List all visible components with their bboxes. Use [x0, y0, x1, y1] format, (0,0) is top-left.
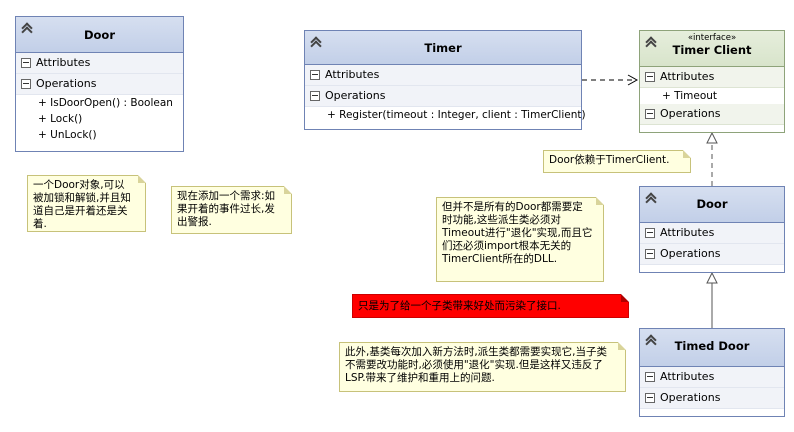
collapse-chevron-icon[interactable] — [21, 23, 33, 33]
collapse-chevron-icon[interactable] — [310, 37, 322, 47]
class-timer-client[interactable]: «interface» Timer Client Attributes + Ti… — [639, 30, 785, 133]
operations-section[interactable]: Operations — [640, 104, 784, 125]
attributes-section[interactable]: Attributes — [640, 223, 784, 244]
class-name: Door — [83, 28, 116, 42]
collapse-chevron-icon[interactable] — [645, 193, 657, 203]
class-name: Timer — [424, 41, 462, 55]
collapse-box-icon[interactable] — [21, 58, 31, 68]
class-timer[interactable]: Timer Attributes Operations + Register(t… — [304, 30, 586, 130]
generalization-arrowhead — [706, 271, 718, 284]
collapse-box-icon[interactable] — [645, 393, 655, 403]
note-door-depends[interactable]: Door依赖于TimerClient. — [543, 150, 691, 173]
class-header: Timed Door — [640, 329, 784, 367]
collapse-box-icon[interactable] — [21, 79, 31, 89]
operations-section[interactable]: Operations — [640, 244, 784, 265]
stereotype-label: «interface» — [687, 33, 737, 43]
note-not-all-doors[interactable]: 但并不是所有的Door都需要定时功能,这些派生类必须对Timeout进行"退化"… — [436, 197, 604, 282]
class-name: Door — [696, 197, 728, 211]
class-header: Door — [640, 187, 784, 223]
collapse-box-icon[interactable] — [645, 372, 655, 382]
collapse-chevron-icon[interactable] — [645, 335, 657, 345]
attributes-section[interactable]: Attributes — [16, 53, 183, 74]
class-door-right[interactable]: Door Attributes Operations — [639, 186, 785, 273]
attributes-section[interactable]: Attributes — [640, 67, 784, 88]
note-door-object[interactable]: 一个Door对象,可以被加锁和解锁,并且知道自己是开着还是关着. — [27, 175, 146, 232]
operations-section[interactable]: Operations — [16, 74, 183, 95]
class-name: Timed Door — [674, 339, 750, 353]
collapse-box-icon[interactable] — [645, 109, 655, 119]
operation-item[interactable]: + Lock() — [38, 113, 83, 125]
operations-section[interactable]: Operations — [640, 388, 784, 409]
note-interface-pollution[interactable]: 只是为了给一个子类带来好处而污染了接口. — [352, 294, 629, 318]
operation-item[interactable]: + Register(timeout : Integer, client : T… — [327, 109, 586, 121]
class-name: Timer Client — [672, 43, 752, 57]
collapse-box-icon[interactable] — [645, 228, 655, 238]
collapse-box-icon[interactable] — [645, 249, 655, 259]
class-header: «interface» Timer Client — [640, 31, 784, 67]
collapse-box-icon[interactable] — [310, 91, 320, 101]
attribute-item[interactable]: + Timeout — [640, 88, 784, 104]
operations-section[interactable]: Operations — [305, 86, 581, 107]
attributes-section[interactable]: Attributes — [640, 367, 784, 388]
operation-item[interactable]: + UnLock() — [38, 129, 97, 141]
collapse-box-icon[interactable] — [645, 72, 655, 82]
class-timed-door[interactable]: Timed Door Attributes Operations — [639, 328, 785, 417]
realization-arrowhead — [706, 131, 718, 144]
note-lsp-violation[interactable]: 此外,基类每次加入新方法时,派生类都需要实现它,当子类不需要改功能时,必须使用"… — [339, 342, 626, 392]
collapse-box-icon[interactable] — [310, 70, 320, 80]
dependency-arrowhead — [627, 74, 639, 86]
class-header: Door — [16, 17, 183, 53]
class-door-left[interactable]: Door Attributes Operations + IsDoorOpen(… — [15, 16, 184, 152]
class-header: Timer — [305, 31, 581, 65]
attributes-section[interactable]: Attributes — [305, 65, 581, 86]
note-new-requirement[interactable]: 现在添加一个需求:如果开着的事件过长,发出警报. — [171, 186, 292, 234]
collapse-chevron-icon[interactable] — [645, 37, 657, 47]
operation-item[interactable]: + IsDoorOpen() : Boolean — [38, 97, 173, 109]
